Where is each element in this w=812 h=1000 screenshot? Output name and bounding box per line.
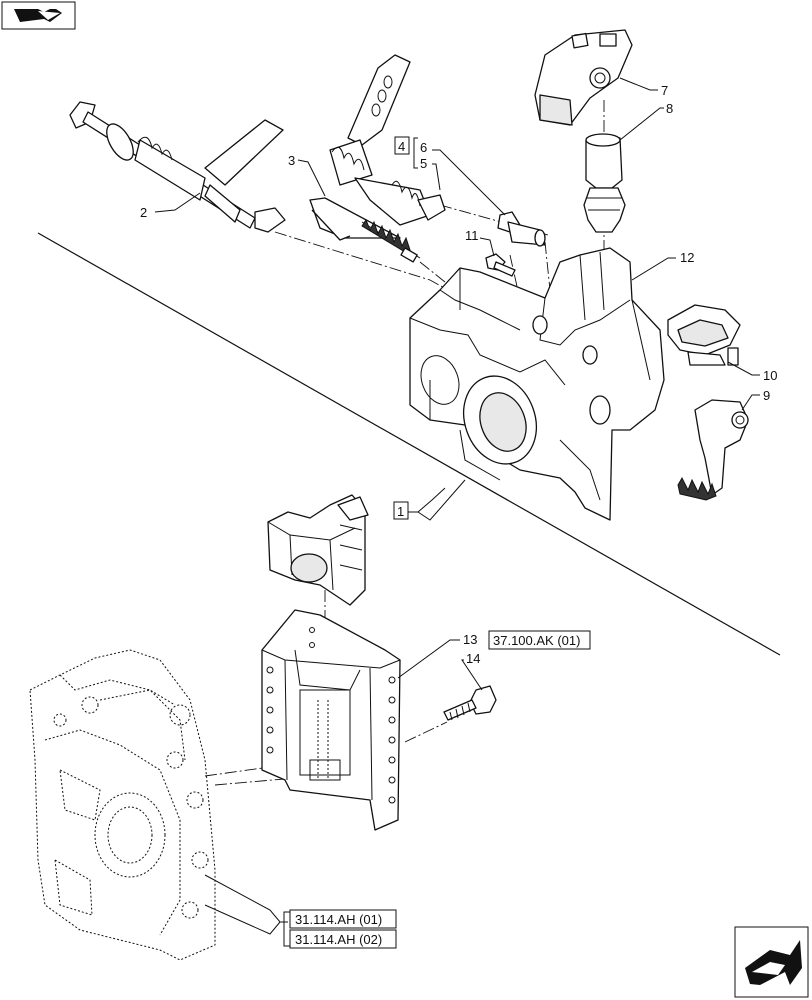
callout-7: 7 (661, 83, 668, 98)
part-13-carriage-frame (261, 609, 401, 831)
callout-labels: 2 3 4 6 5 11 7 8 12 10 9 1 13 14 (140, 83, 777, 666)
leader-lines (154, 77, 760, 935)
callout-4-box: 4 (394, 136, 410, 155)
callout-9: 9 (763, 388, 770, 403)
part-14-bolt (443, 685, 497, 721)
part-3-spring (309, 197, 421, 263)
callout-1: 1 (397, 504, 404, 519)
section-line (37, 232, 781, 656)
book-arrow-icon[interactable] (1, 1, 76, 30)
part-6-plug (497, 211, 546, 247)
callout-13: 13 (463, 632, 477, 647)
callout-14: 14 (466, 651, 480, 666)
reference-37-100-ak-text: 37.100.AK (01) (493, 633, 580, 648)
center-line (404, 721, 448, 743)
callout-6: 6 (420, 140, 427, 155)
reference-31-114-ah-02[interactable]: 31.114.AH (02) (289, 929, 397, 949)
next-page-arrow-icon[interactable] (734, 926, 809, 998)
callout-10: 10 (763, 368, 777, 383)
reference-bracket (283, 911, 290, 947)
part-1-hitch-assembly (267, 494, 369, 606)
callout-1-box: 1 (393, 501, 409, 520)
frame-holes (266, 627, 396, 804)
part-12-coupling-body (409, 247, 665, 521)
reference-31-114-ah-01[interactable]: 31.114.AH (01) (289, 909, 397, 929)
part-8-hook-pin (583, 133, 626, 233)
callout-4: 4 (398, 139, 405, 154)
part-9-latch-lever (677, 399, 749, 501)
callout-2: 2 (140, 205, 147, 220)
reference-31-114-ah-02-text: 31.114.AH (02) (295, 932, 382, 947)
part-2-pin (69, 101, 286, 233)
callout-3: 3 (288, 153, 295, 168)
bracket-4 (413, 137, 418, 169)
center-line (439, 204, 549, 236)
housing-phantom (29, 649, 216, 961)
callout-8: 8 (666, 101, 673, 116)
part-7-cap (534, 29, 633, 126)
part-10-cover-plate (667, 304, 741, 366)
callout-12: 12 (680, 250, 694, 265)
callout-5: 5 (420, 156, 427, 171)
callout-11: 11 (465, 228, 479, 243)
handle-lever (329, 54, 446, 226)
part-11-small-pin (485, 253, 516, 277)
reference-37-100-ak[interactable]: 37.100.AK (01) (488, 630, 591, 650)
reference-31-114-ah-01-text: 31.114.AH (01) (295, 912, 382, 927)
center-line (544, 241, 551, 291)
